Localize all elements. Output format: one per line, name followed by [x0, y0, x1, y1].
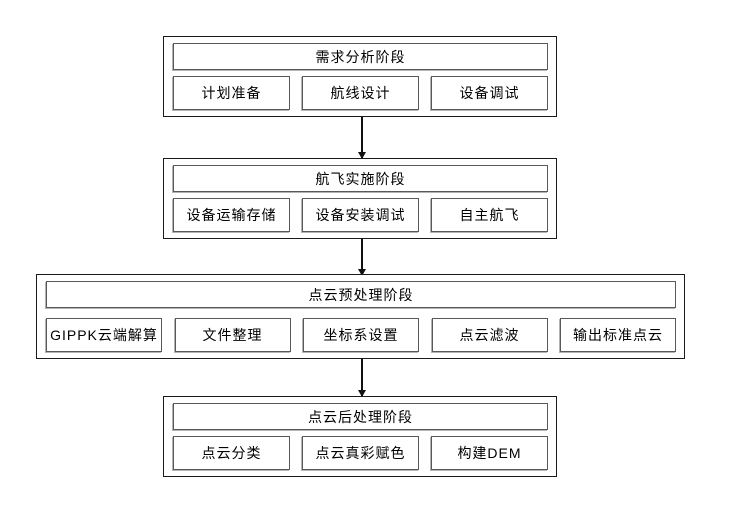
step-box: 设备安装调试 [302, 198, 419, 232]
steps-row: GIPPK云端解算 文件整理 坐标系设置 点云滤波 输出标准点云 [46, 318, 676, 352]
step-box: 自主航飞 [431, 198, 548, 232]
step-box: 点云滤波 [431, 318, 548, 352]
stage-requirements-analysis: 需求分析阶段 计划准备 航线设计 设备调试 [163, 36, 557, 117]
step-box: 构建DEM [431, 436, 548, 470]
arrowhead-icon [357, 390, 366, 397]
steps-row: 点云分类 点云真彩赋色 构建DEM [173, 436, 548, 470]
step-box: 点云真彩赋色 [302, 436, 419, 470]
step-box: 文件整理 [174, 318, 291, 352]
step-box: 点云分类 [173, 436, 290, 470]
stage-title: 需求分析阶段 [173, 43, 548, 70]
stage-title: 点云后处理阶段 [173, 403, 548, 430]
steps-row: 设备运输存储 设备安装调试 自主航飞 [173, 198, 548, 232]
step-box: 设备调试 [431, 76, 548, 110]
stage-title: 航飞实施阶段 [173, 165, 548, 192]
step-box: 设备运输存储 [173, 198, 290, 232]
down-arrow-connector-3 [357, 359, 366, 397]
steps-row: 计划准备 航线设计 设备调试 [173, 76, 548, 110]
stage-flight-implementation: 航飞实施阶段 设备运输存储 设备安装调试 自主航飞 [163, 158, 557, 239]
down-arrow-connector-2 [357, 239, 366, 276]
stage-pointcloud-postprocessing: 点云后处理阶段 点云分类 点云真彩赋色 构建DEM [163, 396, 557, 477]
step-box: 坐标系设置 [303, 318, 419, 352]
arrowhead-icon [357, 269, 366, 276]
down-arrow-connector-1 [357, 117, 366, 159]
step-box: 输出标准点云 [560, 318, 676, 352]
step-box: GIPPK云端解算 [46, 318, 162, 352]
arrowhead-icon [357, 152, 366, 159]
step-box: 计划准备 [173, 76, 290, 110]
stage-pointcloud-preprocessing: 点云预处理阶段 GIPPK云端解算 文件整理 坐标系设置 点云滤波 输出标准点云 [36, 274, 685, 359]
stage-title: 点云预处理阶段 [46, 281, 676, 308]
step-box: 航线设计 [302, 76, 419, 110]
